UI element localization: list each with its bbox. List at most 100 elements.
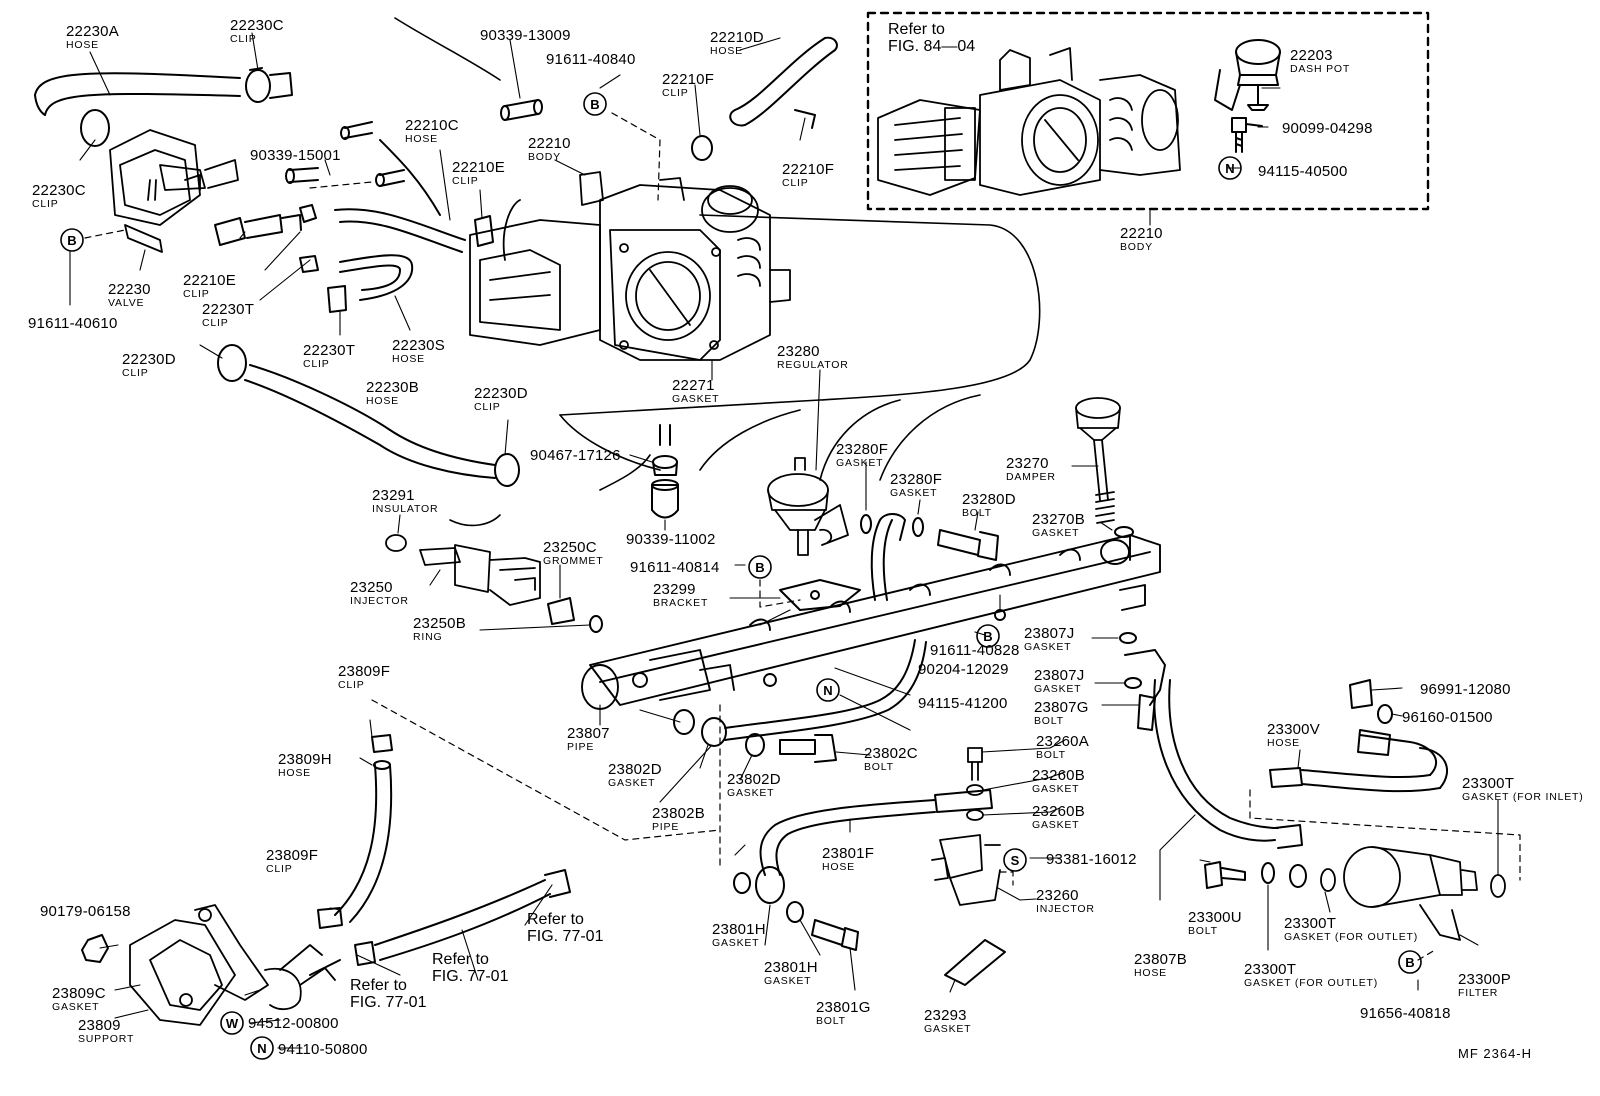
part-label-91656-40818[interactable]: 91656-40818 <box>1360 1006 1451 1022</box>
part-number: 23260B <box>1032 803 1085 820</box>
part-number: 22230D <box>474 385 528 402</box>
part-name: CLIP <box>338 679 365 691</box>
part-label-94512-00800[interactable]: 94512-00800 <box>248 1016 339 1032</box>
part-label-90339-11002[interactable]: 90339-11002 <box>626 532 716 548</box>
part-label-90204-12029[interactable]: 90204-12029 <box>918 662 1009 678</box>
part-name: INSULATOR <box>372 503 439 515</box>
part-label-94115-40500[interactable]: 94115-40500 <box>1258 164 1348 180</box>
part-label-90339-15001[interactable]: 90339-15001 <box>250 148 341 164</box>
part-label-91611-40610[interactable]: 91611-40610 <box>28 316 118 332</box>
part-label-94110-50800[interactable]: 94110-50800 <box>278 1042 368 1058</box>
refer-center-line2: FIG. 77-01 <box>432 967 509 985</box>
part-number: 22230D <box>122 351 176 368</box>
part-label-93381-16012[interactable]: 93381-16012 <box>1046 852 1137 868</box>
refer-right-line2: FIG. 77-01 <box>527 927 604 945</box>
refer-note-right: Refer to FIG. 77-01 <box>527 911 604 946</box>
part-label-90179-06158[interactable]: 90179-06158 <box>40 904 131 920</box>
part-name: PIPE <box>652 821 680 833</box>
part-name: HOSE <box>1134 967 1167 979</box>
part-number: 23299 <box>653 581 696 598</box>
part-label-90467-17126[interactable]: 90467-17126 <box>530 448 621 464</box>
dashed-guide-lines <box>84 112 1521 961</box>
part-label-96160-01500[interactable]: 96160-01500 <box>1402 710 1493 726</box>
part-label-90099-04298[interactable]: 90099-04298 <box>1282 121 1373 137</box>
part-label-96991-12080[interactable]: 96991-12080 <box>1420 682 1511 698</box>
marker-letters: B B B B N N S B W N <box>67 97 1414 1056</box>
part-number: 23300T <box>1284 915 1337 932</box>
marker-b-5: B <box>1405 955 1414 970</box>
part-label-94115-41200[interactable]: 94115-41200 <box>918 696 1008 712</box>
part-label-91611-40840[interactable]: 91611-40840 <box>546 52 636 68</box>
part-number: 23293 <box>924 1007 967 1024</box>
injector-23260-drawing <box>931 747 1001 906</box>
part-number: 90467-17126 <box>530 447 621 464</box>
part-number: 23250C <box>543 539 597 556</box>
bolt-23801G-drawing <box>811 919 859 951</box>
part-number: 93381-16012 <box>1046 851 1137 868</box>
part-label-91611-40814[interactable]: 91611-40814 <box>630 560 720 576</box>
part-label-91611-40828[interactable]: 91611-40828 <box>930 643 1020 659</box>
part-label-90339-13009[interactable]: 90339-13009 <box>480 28 571 44</box>
